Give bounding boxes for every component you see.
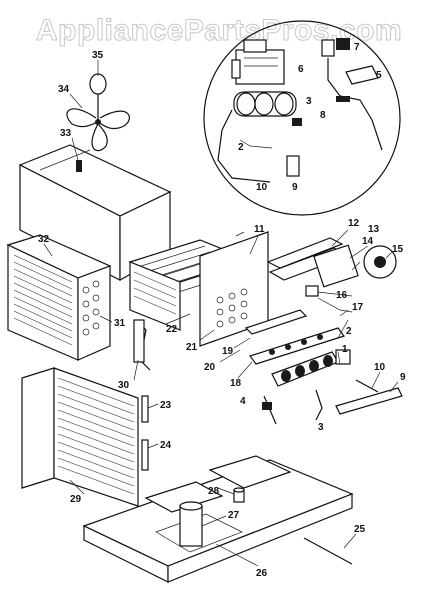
callout-10: 10 — [374, 362, 386, 373]
callout-32: 32 — [38, 234, 50, 245]
cabinet-top-box — [18, 144, 172, 282]
callout-31: 31 — [114, 318, 126, 329]
callout-1: 1 — [342, 344, 348, 355]
callout-25: 25 — [354, 524, 366, 535]
callout-35: 35 — [92, 50, 104, 61]
callout-19: 19 — [222, 346, 234, 357]
callout-10-inset: 10 — [256, 182, 268, 193]
gas-valve-detail-inset — [203, 20, 401, 216]
callout-33: 33 — [60, 128, 72, 139]
callout-26: 26 — [256, 568, 268, 579]
callout-27: 27 — [228, 510, 240, 521]
callout-18: 18 — [230, 378, 242, 389]
callout-22: 22 — [166, 324, 178, 335]
callout-2-inset: 2 — [238, 142, 244, 153]
callout-20: 20 — [204, 362, 216, 373]
callout-4: 4 — [240, 396, 246, 407]
callout-3-inset: 3 — [306, 96, 312, 107]
callout-13: 13 — [368, 224, 380, 235]
callout-34: 34 — [58, 84, 70, 95]
callout-17: 17 — [352, 302, 364, 313]
callout-12: 12 — [348, 218, 360, 229]
callout-3: 3 — [318, 422, 324, 433]
callout-11: 11 — [254, 224, 265, 235]
condenser-coil — [6, 234, 112, 361]
callout-2: 2 — [346, 326, 352, 337]
callout-5: 5 — [376, 70, 382, 81]
heat-exchanger-assembly — [128, 231, 269, 347]
leader-lines — [43, 60, 399, 567]
callout-30: 30 — [118, 380, 130, 391]
callout-24: 24 — [160, 440, 172, 451]
callout-21: 21 — [186, 342, 198, 353]
callout-9: 9 — [400, 372, 406, 383]
callout-7: 7 — [354, 42, 360, 53]
callout-8: 8 — [320, 110, 326, 121]
fan-motor-and-blade — [66, 73, 130, 152]
base-pan — [82, 455, 354, 583]
callout-16: 16 — [336, 290, 348, 301]
callout-29: 29 — [70, 494, 82, 505]
condenser-shroud — [21, 319, 151, 507]
callout-23: 23 — [160, 400, 172, 411]
callout-15: 15 — [392, 244, 404, 255]
callout-numbers: 35 34 33 32 31 30 29 28 27 26 25 24 23 2… — [38, 42, 406, 579]
callout-9-inset: 9 — [292, 182, 298, 193]
callout-28: 28 — [208, 486, 220, 497]
burner-assembly — [244, 237, 397, 365]
callout-6: 6 — [298, 64, 304, 75]
callout-14: 14 — [362, 236, 374, 247]
lower-valve-parts — [262, 349, 403, 425]
